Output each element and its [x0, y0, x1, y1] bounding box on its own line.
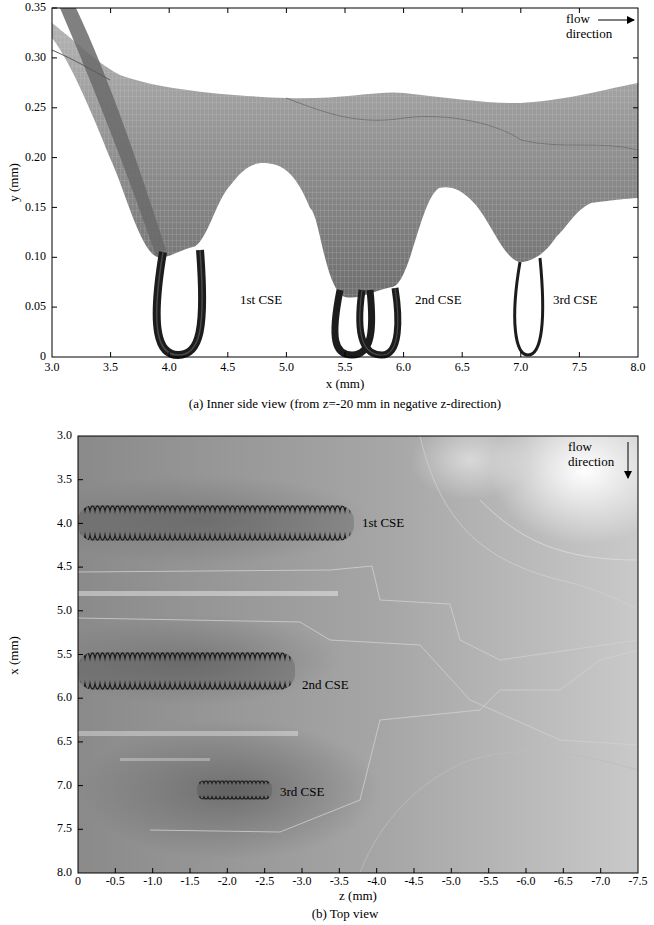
axis-tick-label: 3.0: [45, 361, 60, 375]
axis-tick-label: 5.0: [279, 361, 294, 375]
axis-tick-label: 0.25: [25, 101, 46, 115]
axis-tick-label: -0.5: [106, 875, 125, 889]
axis-tick-label: 4.0: [57, 517, 72, 531]
axis-tick-label: 7.5: [572, 361, 587, 375]
vortex-surface: [52, 8, 638, 298]
axis-tick-label: -5.5: [479, 875, 498, 889]
cse-label: 1st CSE: [240, 293, 282, 308]
flow-arrow: [598, 20, 634, 21]
axis-tick-label: 5.5: [338, 361, 353, 375]
axis-tick-label: 7.0: [513, 361, 528, 375]
axis-tick-label: 6.5: [57, 735, 72, 749]
axis-tick-label: 0.10: [25, 250, 46, 264]
cse-label: 3rd CSE: [280, 785, 324, 800]
axis-tick-label: 6.0: [57, 691, 72, 705]
cse-label: 3rd CSE: [553, 293, 597, 308]
axis-tick-label: -5.0: [442, 875, 461, 889]
axis-tick-label: 0.30: [25, 51, 46, 65]
axis-tick-label: 0.35: [25, 1, 46, 15]
axis-tick-label: 4.5: [220, 361, 235, 375]
axis-tick-label: 5.5: [57, 648, 72, 662]
axis-frame: [78, 436, 638, 873]
axis-tick-label: -4.5: [404, 875, 423, 889]
axis-tick-label: -3.0: [292, 875, 311, 889]
cse-coils: [78, 505, 354, 800]
axis-tick-label: -4.0: [367, 875, 386, 889]
axis-title: x (mm): [7, 636, 22, 675]
axis-tick-label: 7.5: [57, 822, 72, 836]
axis-tick-label: 6.0: [396, 361, 411, 375]
flow-label: flow direction: [566, 12, 616, 42]
axis-tick-label: 0.20: [25, 151, 46, 165]
panel-caption: (b) Top view: [312, 907, 379, 922]
axis-tick-label: -1.0: [143, 875, 162, 889]
axis-tick-label: 0.05: [25, 300, 46, 314]
axis-tick-label: -7.0: [591, 875, 610, 889]
axis-tick-label: 8.0: [57, 866, 72, 880]
flow-arrow: [628, 442, 629, 478]
panel-caption: (a) Inner side view (from z=-20 mm in ne…: [189, 397, 501, 412]
axis-tick-label: 3.0: [57, 429, 72, 443]
axis-tick-label: -1.5: [180, 875, 199, 889]
cse-label: 1st CSE: [362, 516, 404, 531]
axis-frame: [52, 8, 638, 357]
axis-tick-label: 4.0: [162, 361, 177, 375]
axis-tick-label: -6.0: [516, 875, 535, 889]
axis-title: y (mm): [7, 163, 22, 202]
cse-loops: [157, 250, 543, 355]
axis-tick-label: 0.15: [25, 201, 46, 215]
cse-label: 2nd CSE: [415, 293, 462, 308]
axis-tick-label: -6.5: [554, 875, 573, 889]
axis-tick-label: 4.5: [57, 560, 72, 574]
axis-tick-label: -2.5: [255, 875, 274, 889]
axis-tick-label: -3.5: [330, 875, 349, 889]
axis-tick-label: 6.5: [455, 361, 470, 375]
axis-tick-label: 8.0: [631, 361, 646, 375]
axis-tick-label: 5.0: [57, 604, 72, 618]
axis-tick-label: -2.0: [218, 875, 237, 889]
flow-label: flow direction: [568, 440, 618, 470]
axis-tick-label: 0: [75, 875, 81, 889]
wall-contour-map: [78, 436, 638, 873]
axis-tick-label: 3.5: [103, 361, 118, 375]
axis-title: z (mm): [339, 889, 377, 904]
axis-title: x (mm): [326, 377, 365, 392]
axis-tick-label: -7.5: [628, 875, 647, 889]
axis-tick-label: 7.0: [57, 779, 72, 793]
cse-label: 2nd CSE: [302, 678, 349, 693]
axis-tick-label: 3.5: [57, 473, 72, 487]
